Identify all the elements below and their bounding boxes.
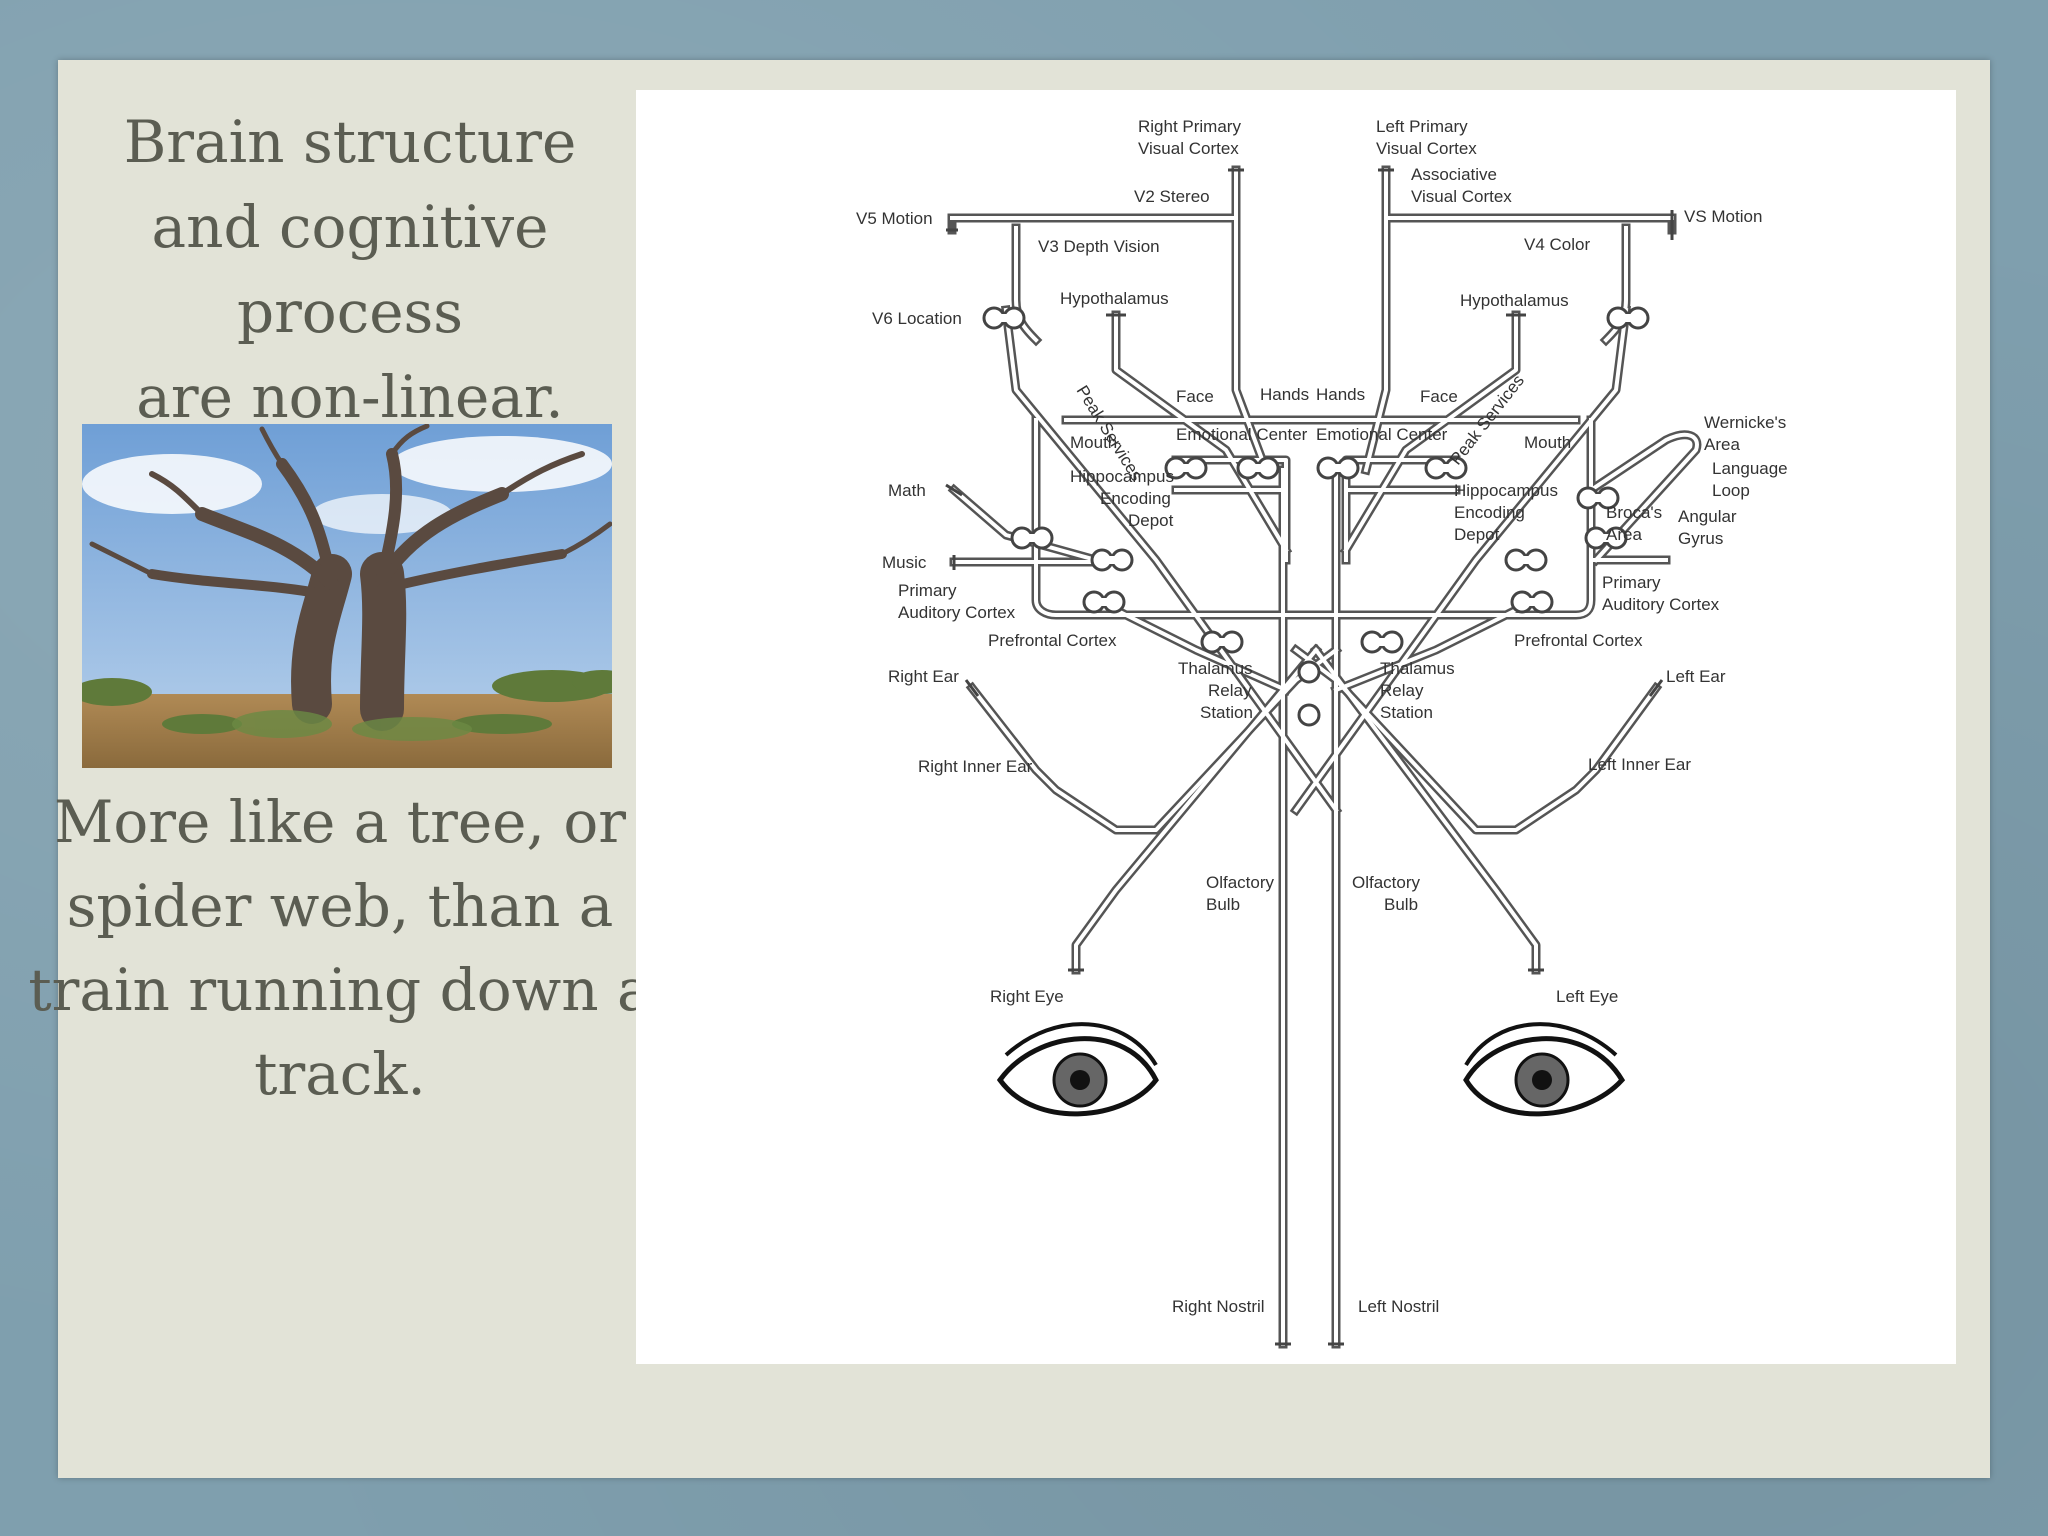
label: Bulb — [1384, 895, 1418, 914]
label: Depot — [1128, 511, 1174, 530]
label: Relay — [1380, 681, 1424, 700]
label: Music — [882, 553, 927, 572]
label: Olfactory — [1352, 873, 1421, 892]
label: Left Ear — [1666, 667, 1726, 686]
label: Emotional Center — [1176, 425, 1308, 444]
label: V6 Location — [872, 309, 962, 328]
label: V2 Stereo — [1134, 187, 1210, 206]
label: Encoding — [1100, 489, 1171, 508]
label: Station — [1380, 703, 1433, 722]
label: Face — [1420, 387, 1458, 406]
label: Emotional Center — [1316, 425, 1448, 444]
label: Hippocampus — [1454, 481, 1558, 500]
label: Area — [1704, 435, 1740, 454]
label: Bulb — [1206, 895, 1240, 914]
label: Thalamus — [1380, 659, 1455, 678]
label: Gyrus — [1678, 529, 1723, 548]
label: Math — [888, 481, 926, 500]
label: Right Nostril — [1172, 1297, 1265, 1316]
caption-line-2: spider web, than a — [0, 864, 680, 948]
label: Prefrontal Cortex — [1514, 631, 1643, 650]
label: Left Eye — [1556, 987, 1618, 1006]
label: Wernicke's — [1704, 413, 1786, 432]
label: Station — [1200, 703, 1253, 722]
label: Broca's — [1606, 503, 1662, 522]
title-line-3: process — [40, 270, 660, 355]
label: Hippocampus — [1070, 467, 1174, 486]
label: Right Primary — [1138, 117, 1241, 136]
label: VS Motion — [1684, 207, 1762, 226]
label: Hypothalamus — [1460, 291, 1569, 310]
label: Mouth — [1524, 433, 1571, 452]
label: Right Ear — [888, 667, 959, 686]
label: Visual Cortex — [1376, 139, 1477, 158]
label: Face — [1176, 387, 1214, 406]
label: Relay — [1208, 681, 1252, 700]
label: Primary — [898, 581, 957, 600]
label: V4 Color — [1524, 235, 1590, 254]
label: Prefrontal Cortex — [988, 631, 1117, 650]
label: Primary — [1602, 573, 1661, 592]
label: Depot — [1454, 525, 1500, 544]
label: Right Eye — [990, 987, 1064, 1006]
label: Auditory Cortex — [898, 603, 1016, 622]
label: Area — [1606, 525, 1642, 544]
label: Angular — [1678, 507, 1737, 526]
label: Olfactory — [1206, 873, 1275, 892]
label: V5 Motion — [856, 209, 933, 228]
label: Hypothalamus — [1060, 289, 1169, 308]
title-line-1: Brain structure — [40, 100, 660, 185]
label: Left Inner Ear — [1588, 755, 1691, 774]
label: Hands — [1316, 385, 1365, 404]
label: V3 Depth Vision — [1038, 237, 1160, 256]
brain-metro-diagram: Right Primary Visual Cortex Left Primary… — [636, 90, 1956, 1364]
caption-line-4: track. — [0, 1032, 680, 1116]
label: Hands — [1260, 385, 1309, 404]
label: Visual Cortex — [1138, 139, 1239, 158]
title-line-2: and cognitive — [40, 185, 660, 270]
slide-caption: More like a tree, or spider web, than a … — [0, 780, 680, 1116]
label: Loop — [1712, 481, 1750, 500]
label: Associative — [1411, 165, 1497, 184]
caption-line-3: train running down a — [0, 948, 680, 1032]
left-eye-icon — [1466, 1024, 1622, 1114]
label: Right Inner Ear — [918, 757, 1033, 776]
label: Visual Cortex — [1411, 187, 1512, 206]
baobab-tree-photo — [82, 424, 612, 768]
right-eye-icon — [1000, 1024, 1156, 1114]
label: Left Primary — [1376, 117, 1468, 136]
label: Encoding — [1454, 503, 1525, 522]
label: Thalamus — [1178, 659, 1253, 678]
slide-title: Brain structure and cognitive process ar… — [40, 100, 660, 440]
label: Mouth — [1070, 433, 1117, 452]
label: Auditory Cortex — [1602, 595, 1720, 614]
label: Language — [1712, 459, 1788, 478]
label: Left Nostril — [1358, 1297, 1439, 1316]
caption-line-1: More like a tree, or — [0, 780, 680, 864]
